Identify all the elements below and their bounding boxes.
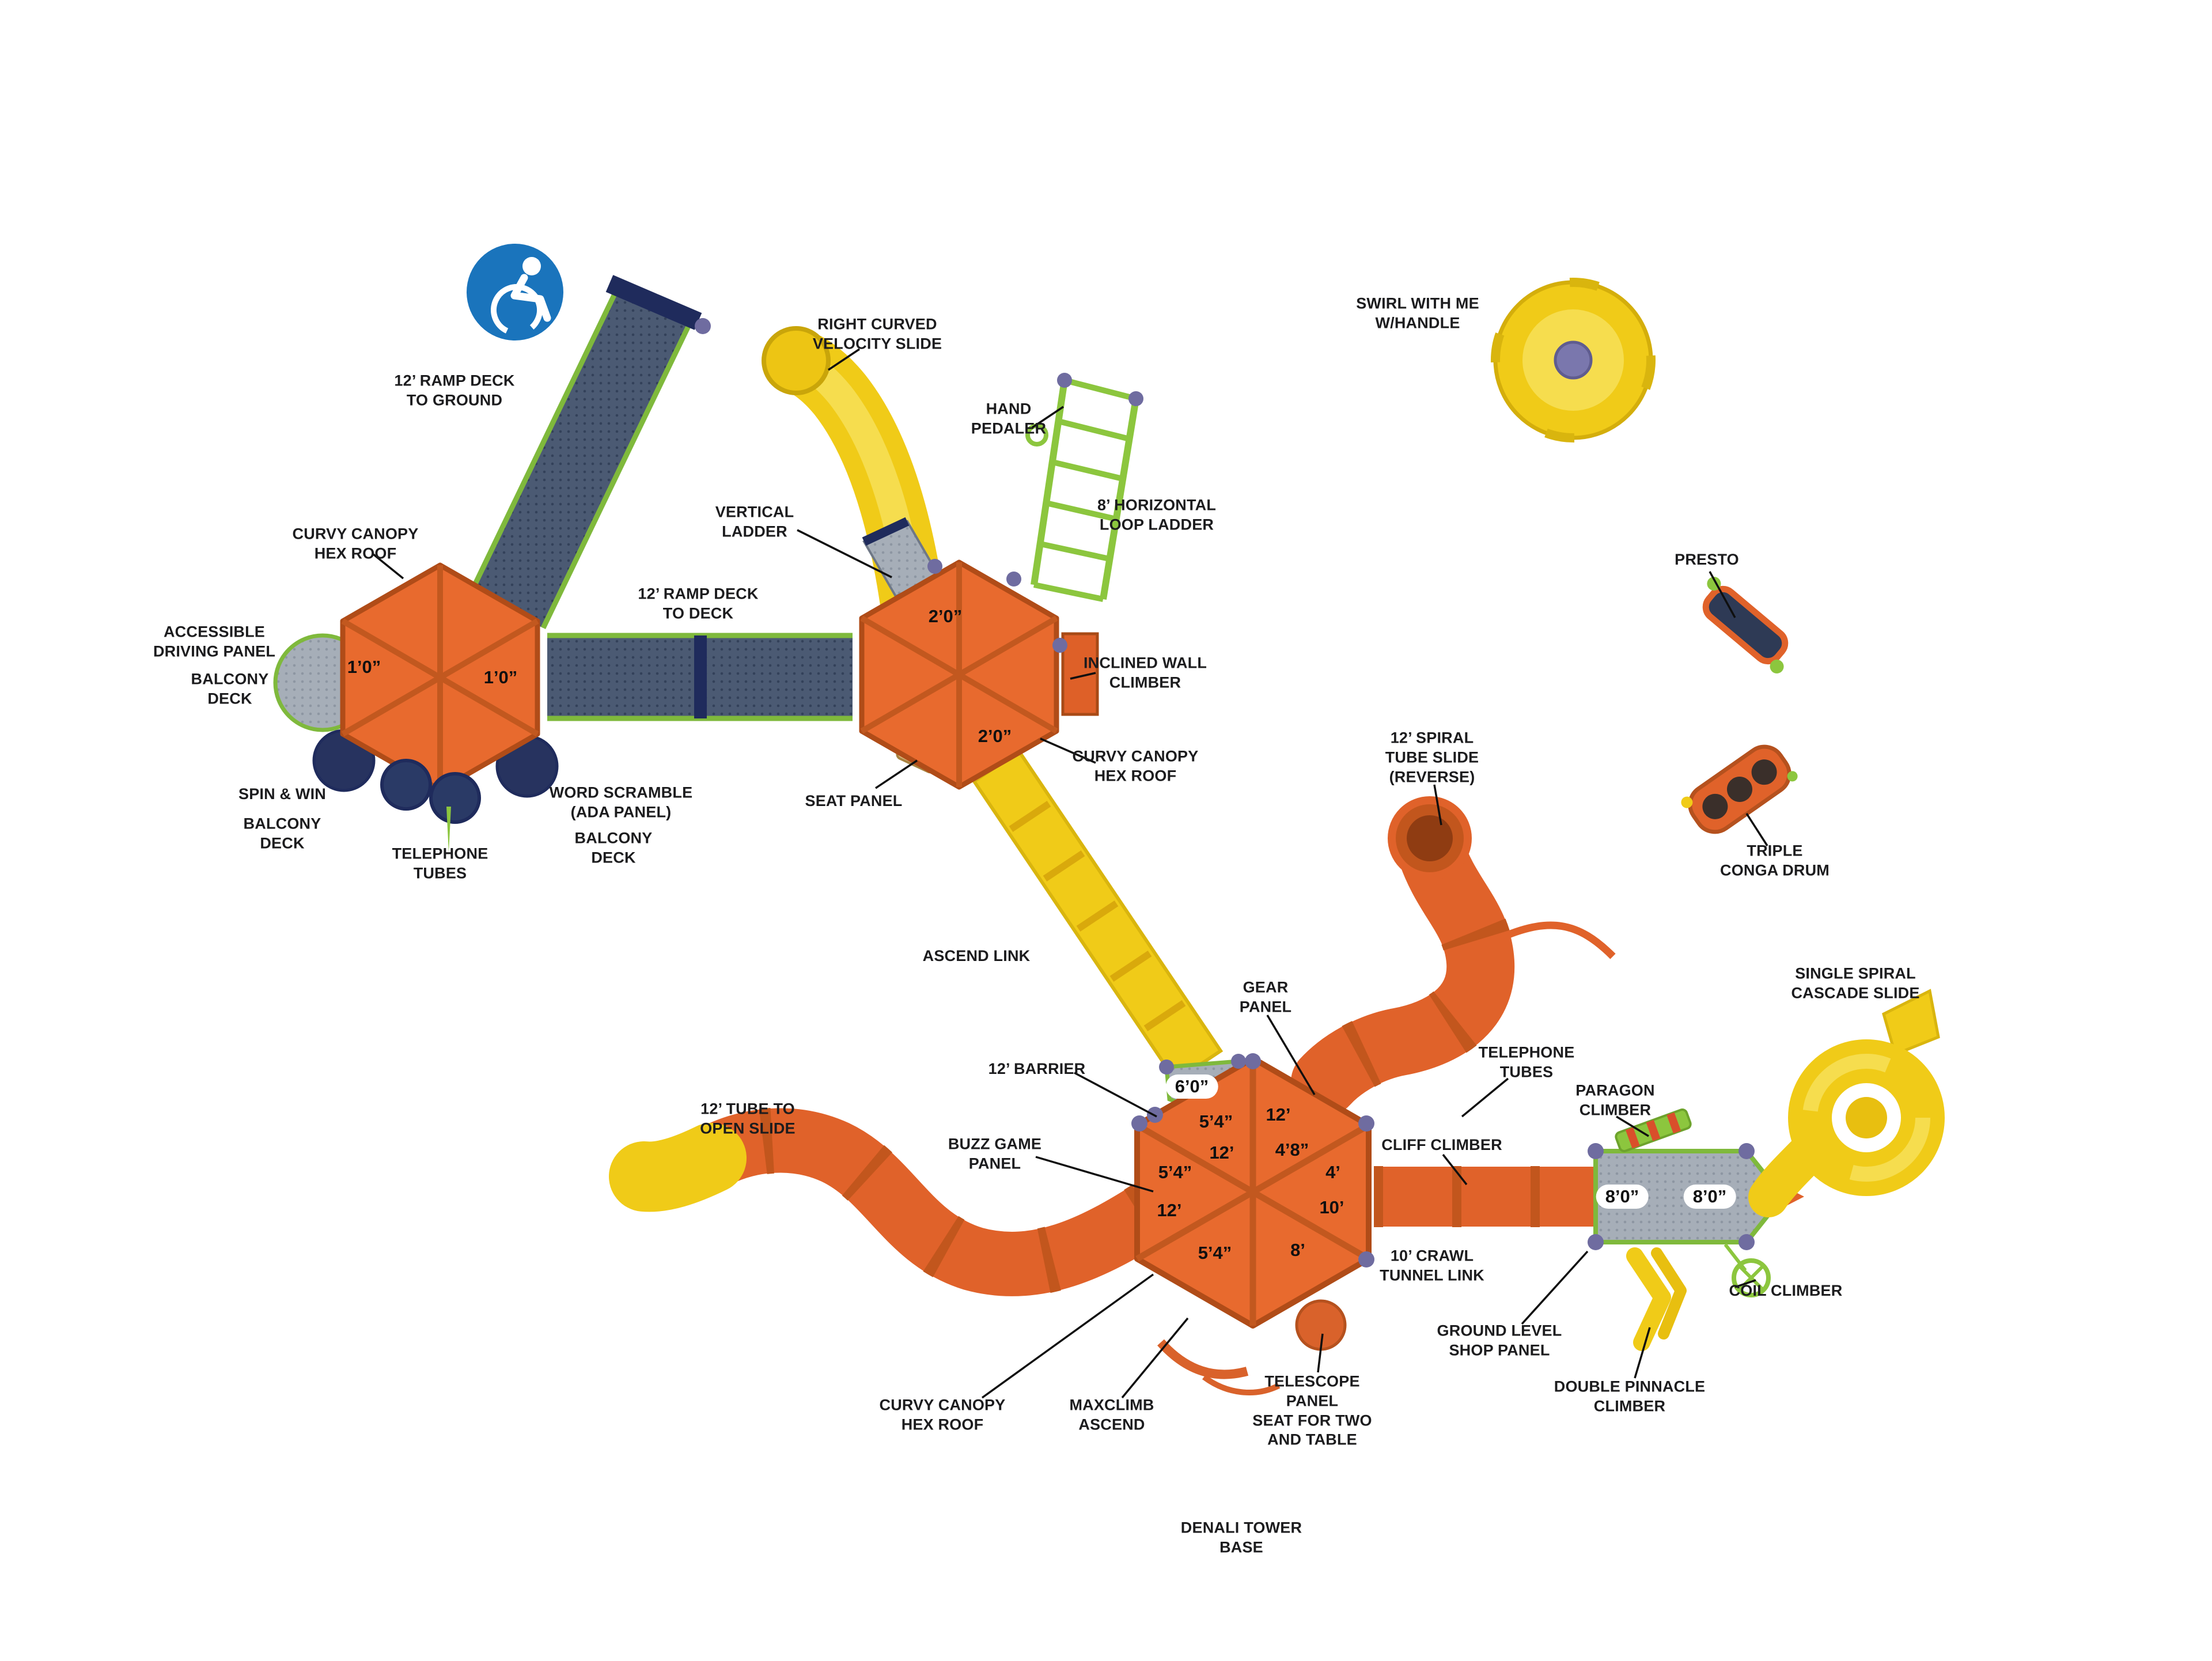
measurement-deck3-7: 12’ (1157, 1200, 1182, 1220)
measurement-deck3-6ft: 6’0” (1165, 1074, 1218, 1099)
label-tube-to-open-slide: 12’ TUBE TO OPEN SLIDE (700, 1100, 796, 1137)
ascend-link (971, 748, 1224, 1084)
label-curvy-canopy-hex-roof-3: CURVY CANOPY HEX ROOF (879, 1396, 1006, 1433)
label-ramp-deck-to-ground: 12’ RAMP DECK TO GROUND (394, 372, 515, 408)
label-telephone-tubes-2: TELEPHONE TUBES (1478, 1043, 1575, 1080)
label-seat-panel: SEAT PANEL (805, 792, 903, 810)
measurement-deck3-2: 12’ (1266, 1104, 1291, 1125)
horizontal-loop-ladder (1025, 373, 1143, 602)
label-hand-pedaler: HAND PEDALER (971, 400, 1047, 437)
maxclimb-ascend (1157, 1339, 1281, 1395)
double-pinnacle-climber (1626, 1247, 1687, 1351)
coil-climber (1724, 1243, 1771, 1297)
label-coil-climber: COIL CLIMBER (1729, 1282, 1843, 1300)
ramp-to-ground (468, 275, 711, 629)
triple-conga-drum (1681, 744, 1798, 834)
open-slide-end (609, 1123, 747, 1212)
measurement-deck2-a: 2’0” (928, 606, 963, 626)
measurement-deck3-9: 5’4” (1198, 1243, 1232, 1263)
measurement-right-deck-b: 8’0” (1683, 1185, 1736, 1209)
measurement-deck3-1: 5’4” (1199, 1111, 1233, 1132)
label-inclined-wall-climber: INCLINED WALL CLIMBER (1083, 654, 1207, 691)
label-maxclimb-ascend: MAXCLIMB ASCEND (1069, 1396, 1154, 1433)
label-buzz-game-panel: BUZZ GAME PANEL (948, 1135, 1042, 1172)
paragon-climber (1615, 1108, 1692, 1152)
ramp-divider-rail (694, 635, 707, 718)
label-ramp-deck-to-deck: 12’ RAMP DECK TO DECK (638, 585, 759, 622)
callout-lines (372, 348, 1768, 1399)
label-ground-level-shop-panel: GROUND LEVEL SHOP PANEL (1437, 1322, 1562, 1359)
label-right-curved-velocity-slide: RIGHT CURVED VELOCITY SLIDE (812, 315, 942, 352)
label-accessible-driving-panel: ACCESSIBLE DRIVING PANEL (153, 623, 276, 660)
measurement-deck3-6: 4’ (1325, 1162, 1340, 1182)
measurement-deck3-10: 8’ (1290, 1240, 1305, 1260)
ramp-end-rail (605, 275, 702, 330)
label-denali-tower-base: DENALI TOWER BASE (1180, 1519, 1302, 1556)
hex-deck-3-roof (1134, 1055, 1372, 1329)
label-curvy-canopy-hex-roof-2: CURVY CANOPY HEX ROOF (1072, 747, 1199, 784)
label-cliff-climber: CLIFF CLIMBER (1381, 1136, 1502, 1154)
label-barrier-12ft: 12’ BARRIER (988, 1060, 1086, 1078)
measurement-deck3-3: 12’ (1209, 1142, 1234, 1163)
single-spiral-cascade-slide (1748, 989, 1945, 1217)
label-telescope-panel-seat: TELESCOPE PANEL SEAT FOR TWO AND TABLE (1252, 1372, 1372, 1448)
label-paragon-climber: PARAGON CLIMBER (1575, 1081, 1655, 1118)
label-horizontal-loop-ladder: 8’ HORIZONTAL LOOP LADDER (1097, 496, 1217, 533)
measurement-deck2-b: 2’0” (978, 726, 1012, 746)
flag-spike (446, 807, 451, 853)
hex-deck-2-roof (859, 559, 1059, 790)
label-balcony-deck-1: BALCONY DECK (191, 670, 269, 707)
measurement-deck3-4: 4’8” (1275, 1140, 1309, 1160)
label-crawl-tunnel-link: 10’ CRAWL TUNNEL LINK (1380, 1247, 1484, 1284)
label-single-spiral-cascade-slide: SINGLE SPIRAL CASCADE SLIDE (1791, 964, 1920, 1001)
label-word-scramble-ada-panel: WORD SCRAMBLE (ADA PANEL) (549, 784, 693, 820)
label-swirl-with-me: SWIRL WITH ME W/HANDLE (1356, 294, 1479, 331)
tube-handle (1496, 921, 1616, 959)
label-triple-conga-drum: TRIPLE CONGA DRUM (1720, 842, 1830, 879)
slide-exit (762, 326, 831, 395)
label-balcony-deck-2: BALCONY DECK (243, 815, 321, 852)
label-double-pinnacle-climber: DOUBLE PINNACLE CLIMBER (1554, 1378, 1706, 1414)
label-spiral-tube-slide-reverse: 12’ SPIRAL TUBE SLIDE (REVERSE) (1385, 729, 1479, 785)
label-vertical-ladder: VERTICAL LADDER (715, 503, 794, 540)
label-presto: PRESTO (1675, 551, 1739, 569)
hand-pedaler-crank (1025, 423, 1048, 447)
swirl-with-me (1491, 278, 1656, 442)
label-telephone-tubes-1: TELEPHONE TUBES (392, 845, 488, 881)
ramp-deck-to-deck (547, 633, 853, 721)
presto (1702, 577, 1789, 674)
accessibility-icon (467, 244, 563, 340)
tube-to-open-slide (609, 1107, 1181, 1297)
spiral-tube-slide-reverse (1291, 796, 1616, 1116)
swirl-handle (1554, 340, 1593, 380)
label-gear-panel: GEAR PANEL (1239, 978, 1292, 1015)
label-spin-and-win: SPIN & WIN (238, 785, 327, 803)
measurement-deck1-b: 1’0” (483, 667, 518, 687)
measurement-deck3-5: 5’4” (1158, 1162, 1192, 1182)
measurement-deck1-a: 1’0” (347, 657, 381, 677)
measurement-right-deck-a: 8’0” (1596, 1185, 1649, 1209)
post-connectors (927, 559, 1374, 1267)
label-ascend-link: ASCEND LINK (922, 947, 1031, 965)
measurement-deck3-8: 10’ (1319, 1197, 1344, 1217)
label-balcony-deck-3: BALCONY DECK (574, 829, 653, 866)
telephone-tubes-1 (380, 759, 481, 853)
label-curvy-canopy-hex-roof-1: CURVY CANOPY HEX ROOF (292, 525, 419, 562)
